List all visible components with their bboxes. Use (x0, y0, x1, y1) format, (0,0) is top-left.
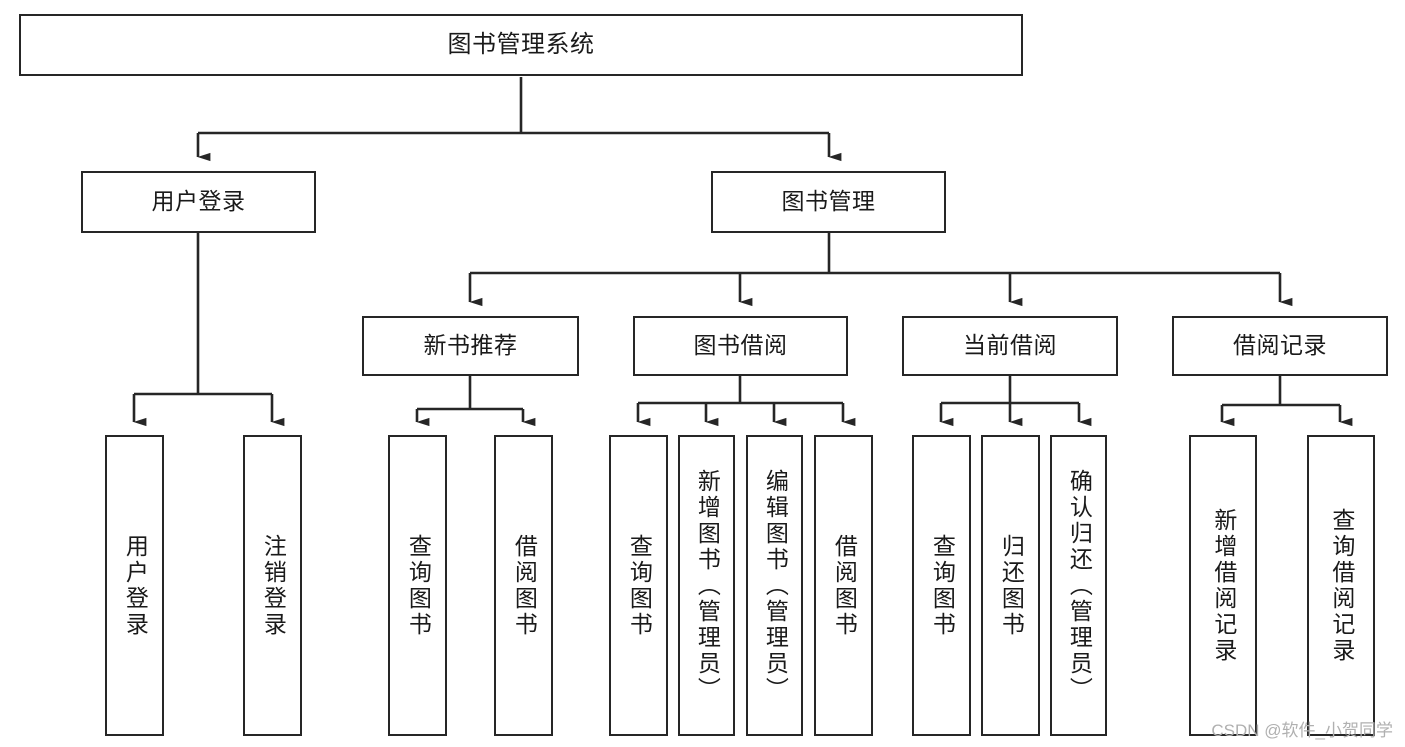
node-label: 查询图书 (929, 533, 956, 638)
node-current-borrow[interactable]: 当前借阅 (902, 316, 1118, 376)
node-book-borrow[interactable]: 图书借阅 (633, 316, 848, 376)
edge-group-root (196, 77, 842, 162)
node-label: 借阅记录 (1233, 332, 1327, 359)
node-label: 确认归还（管理员） (1066, 468, 1093, 703)
node-label: 新增借阅记录 (1210, 507, 1237, 664)
node-user-login[interactable]: 用户登录 (81, 171, 316, 233)
edge-group-book-manage (468, 233, 1293, 307)
node-label: 查询图书 (626, 533, 653, 638)
leaf-confirm-return-admin[interactable]: 确认归还（管理员） (1050, 435, 1107, 736)
node-label: 编辑图书（管理员） (762, 468, 789, 703)
node-borrow-record[interactable]: 借阅记录 (1172, 316, 1388, 376)
node-label: 新增图书（管理员） (694, 468, 721, 703)
node-label: 图书管理系统 (447, 30, 595, 58)
leaf-borrow-book-borrow[interactable]: 借阅图书 (814, 435, 873, 736)
node-label: 注销登录 (260, 533, 287, 638)
leaf-return-book[interactable]: 归还图书 (981, 435, 1040, 736)
edge-group-current-borrow (939, 376, 1092, 427)
leaf-query-book-current[interactable]: 查询图书 (912, 435, 971, 736)
leaf-query-book-borrow[interactable]: 查询图书 (609, 435, 668, 736)
node-label: 新书推荐 (423, 332, 518, 359)
leaf-borrow-book-new[interactable]: 借阅图书 (494, 435, 553, 736)
node-label: 图书借阅 (693, 332, 788, 359)
node-label: 查询借阅记录 (1328, 507, 1355, 664)
node-book-management[interactable]: 图书管理 (711, 171, 946, 233)
edge-group-new-book (415, 376, 536, 427)
leaf-edit-book-admin[interactable]: 编辑图书（管理员） (746, 435, 803, 736)
leaf-add-book-admin[interactable]: 新增图书（管理员） (678, 435, 735, 736)
leaf-user-login[interactable]: 用户登录 (105, 435, 164, 736)
leaf-user-logout[interactable]: 注销登录 (243, 435, 302, 736)
node-label: 图书管理 (781, 188, 876, 215)
node-new-book-recommend[interactable]: 新书推荐 (362, 316, 579, 376)
node-root-system[interactable]: 图书管理系统 (19, 14, 1023, 76)
node-label: 借阅图书 (511, 533, 538, 638)
node-label: 查询图书 (405, 533, 432, 638)
leaf-add-borrow-record[interactable]: 新增借阅记录 (1189, 435, 1257, 736)
node-label: 用户登录 (122, 533, 149, 638)
edge-group-user-login (132, 233, 285, 427)
node-label: 归还图书 (998, 533, 1025, 638)
leaf-query-book-new[interactable]: 查询图书 (388, 435, 447, 736)
edge-group-borrow-record (1220, 376, 1353, 427)
node-label: 用户登录 (151, 188, 246, 215)
node-label: 借阅图书 (831, 533, 858, 638)
leaf-query-borrow-record[interactable]: 查询借阅记录 (1307, 435, 1375, 736)
edge-group-book-borrow (636, 376, 856, 427)
node-label: 当前借阅 (963, 332, 1057, 359)
